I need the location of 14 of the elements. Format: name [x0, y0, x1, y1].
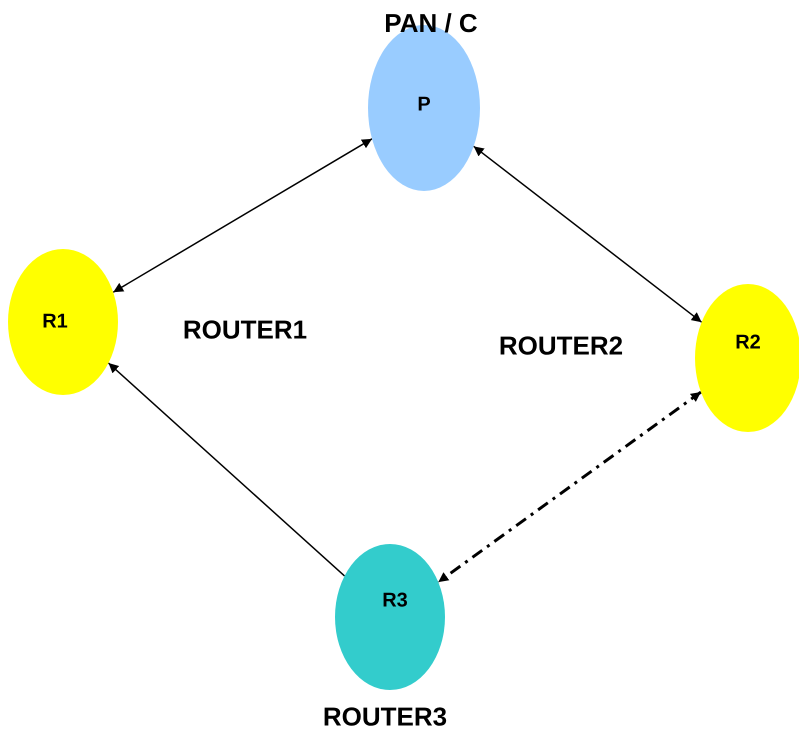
router-caption: ROUTER2: [498, 330, 624, 362]
ellipse-node: [8, 249, 118, 395]
arrow: [112, 138, 372, 293]
node-label: R1: [42, 310, 68, 334]
node-label: R3: [382, 590, 408, 612]
node-heading: PAN / C: [384, 8, 478, 39]
arrow: [473, 146, 702, 323]
router-caption: ROUTER1: [182, 314, 308, 346]
router-caption: ROUTER3: [322, 702, 448, 732]
ellipse-node: [335, 544, 445, 690]
node-label: R2: [735, 332, 761, 354]
arrow: [437, 390, 702, 584]
node-label: P: [417, 94, 431, 116]
arrow: [108, 362, 346, 577]
